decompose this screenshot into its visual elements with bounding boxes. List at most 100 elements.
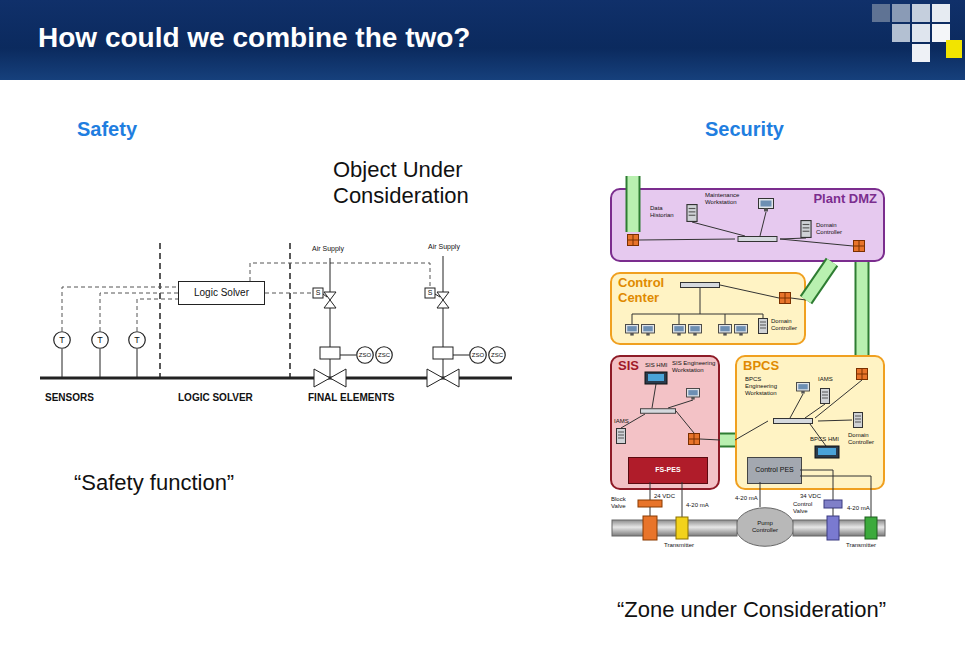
safety-schematic-part (324, 292, 336, 300)
text-label: 34 VDC (800, 493, 821, 500)
section-heading: Safety (77, 117, 137, 141)
process-pipe-part (650, 507, 651, 516)
text-label: SIS HMI (645, 362, 667, 369)
network-devices-part (689, 324, 702, 335)
network-devices-part (673, 324, 686, 335)
network-devices-part (648, 374, 664, 381)
conduit-tube-part (628, 176, 639, 232)
solenoid-mark: S (313, 288, 323, 298)
network-wires-part (805, 404, 825, 418)
zone-name: Plant DMZ (618, 192, 877, 207)
column-label: SENSORS (45, 392, 94, 404)
safety-schematic-part (314, 369, 330, 387)
label-holder: LOGIC SOLVER (178, 392, 253, 404)
node-text: ZSC (378, 352, 390, 359)
network-wires-part (725, 314, 726, 324)
zone-name: Control Center (618, 276, 678, 306)
conduit (862, 262, 863, 355)
safety-schematic-part (320, 347, 340, 359)
conduit (720, 440, 735, 441)
text-label: “Zone under Consideration” (617, 597, 886, 623)
label-holder: 4-20 mA (847, 505, 870, 512)
network-wires-part (700, 288, 701, 314)
text-label: Block Valve (611, 496, 637, 510)
text-label: Transmitter (846, 542, 876, 549)
label-holder: Block Valve (611, 496, 637, 510)
label-holder: Safety (77, 117, 137, 141)
instrument-circle: T (91, 331, 109, 349)
network-devices-part (626, 324, 639, 335)
node-text: FS-PES (655, 466, 680, 474)
label-holder: Air Supply (428, 243, 460, 251)
pump-ellipse: Pump Controller (735, 507, 795, 547)
text-label: IAMS (818, 376, 833, 383)
safety-schematic-part (453, 355, 469, 356)
text-label: IAMS (614, 418, 629, 425)
safety-schematic-part (427, 369, 443, 387)
process-pipe-part (643, 516, 657, 540)
safety-schematic-part (330, 369, 346, 387)
corner-decor-part-part (912, 4, 930, 22)
corner-decor-part-part (932, 4, 950, 22)
safety-schematic-part (62, 349, 63, 377)
signal-path (137, 299, 178, 331)
label-holder: S (425, 288, 435, 298)
controller-rack: Control PES (747, 457, 802, 484)
text-label: 4-20 mA (686, 502, 709, 509)
network-wires-part (780, 238, 806, 239)
label-holder: 24 VDC (654, 493, 675, 500)
text-label: Data Historian (650, 205, 682, 219)
safety-schematic-part (100, 349, 101, 377)
safety-schematic (40, 243, 512, 387)
security-zone: Plant DMZ (610, 188, 885, 262)
safety-schematic-part (323, 294, 327, 297)
instrument-circle: ZSO (356, 346, 374, 364)
process-pipe-part (676, 517, 688, 539)
network-devices-part (687, 205, 697, 222)
network-devices-part (854, 241, 865, 252)
process-pipe-part (833, 508, 834, 516)
instrument-circle: T (53, 331, 71, 349)
safety-schematic-part (437, 300, 449, 308)
instrument-circle: ZSC (488, 346, 506, 364)
label-holder: FINAL ELEMENTS (308, 392, 394, 404)
network-wires-part (818, 420, 852, 421)
safety-schematic-part (330, 359, 331, 378)
network-wires-part (760, 212, 766, 236)
text-label: Air Supply (428, 243, 460, 251)
zone-name: BPCS (743, 359, 877, 374)
network-wires-part (668, 400, 693, 408)
safety-schematic-part (137, 349, 138, 377)
network-devices-part (687, 388, 700, 399)
label-holder: Domain Controller (848, 432, 882, 446)
slide-title: How could we combine the two? (38, 22, 470, 54)
network-devices-part (640, 409, 675, 414)
text-label: BPCS Engineering Workstation (745, 376, 791, 398)
corner-decor-part-part (912, 24, 930, 42)
text-label: BPCS HMI (810, 436, 839, 443)
column-label: FINAL ELEMENTS (308, 392, 394, 404)
process-pipe-part (824, 500, 842, 508)
circle-shape (376, 347, 393, 364)
label-holder: IAMS (614, 418, 629, 425)
label-holder: Transmitter (664, 542, 694, 549)
column-label: LOGIC SOLVER (178, 392, 253, 404)
label-holder: BPCS HMI (810, 436, 839, 443)
label-holder: Object Under Consideration (333, 157, 513, 210)
conduit-outline (720, 433, 735, 448)
safety-schematic-part (330, 308, 331, 347)
conduit-outline (855, 262, 870, 355)
text-label: “Safety function” (74, 470, 234, 496)
network-wires-part (810, 424, 826, 446)
text-label: Maintenance Workstation (705, 192, 753, 206)
network-wires-part (760, 482, 761, 507)
conduit-outline (806, 262, 832, 300)
network-wires-part (748, 314, 763, 318)
ellipse-shape (736, 508, 795, 547)
instrument-circle: ZSO (469, 346, 487, 364)
network-devices-part (719, 324, 732, 335)
network-wires-part (676, 411, 694, 433)
corner-decor-part-part (892, 24, 910, 42)
